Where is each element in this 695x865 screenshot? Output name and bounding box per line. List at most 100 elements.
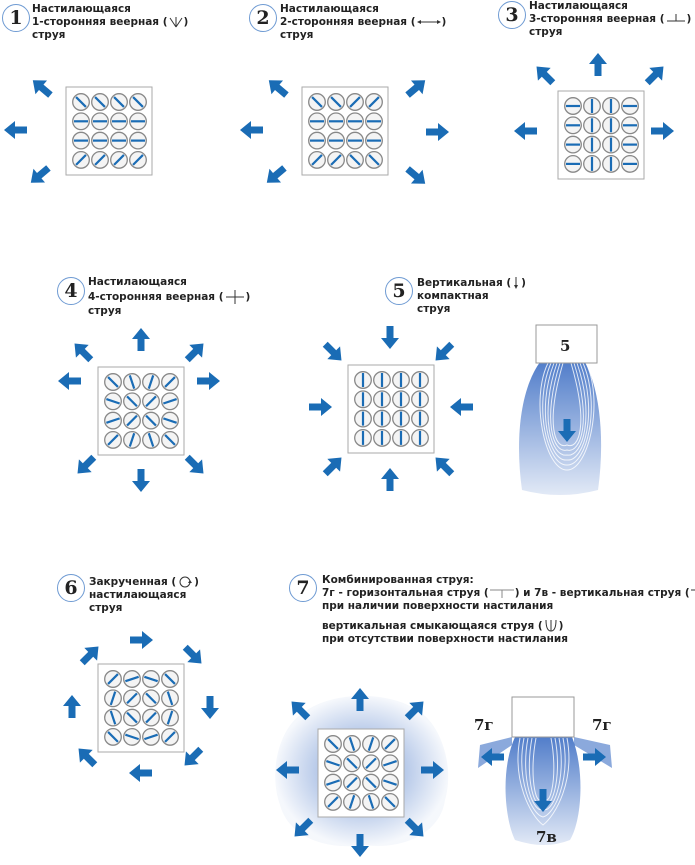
panel-7-caption: Комбинированная струя: 7г - горизонтальн… [322,574,695,646]
airflow-arrow [78,748,98,768]
swirl-icon [179,576,193,588]
caption-line: 4-сторонняя веерная ( [88,291,224,303]
side-view-5-label: 5 [560,337,571,355]
airflow-arrow [404,817,424,837]
fan-1-icon [169,17,182,28]
airflow-arrow [421,761,444,779]
airflow-arrow [651,122,674,140]
caption-line: при отсутствии поверхности настилания [322,633,569,645]
closing-jet-icon [545,619,557,632]
airflow-arrow [536,66,556,86]
caption-line: Настилающаяся [280,3,379,15]
caption-line: 3-сторонняя веерная ( [529,13,665,25]
panel-2-number: 2 [249,4,277,32]
caption-line: струя [88,305,122,317]
airflow-arrow [481,748,504,766]
airflow-arrow [291,701,311,721]
caption-line: струя [417,303,451,315]
down-arrow-icon [514,277,519,289]
fan-4-icon [225,290,244,304]
airflow-arrow [405,80,426,98]
horizontal-jet-label-right: 7г [592,716,612,734]
paren: ) [183,16,189,28]
paren: ) [441,16,447,28]
airflow-arrow [309,398,332,416]
caption-line: настилающаяся [89,589,187,601]
airflow-arrow [184,343,204,363]
diffuser-panel [97,663,185,753]
airflow-arrow [351,688,369,711]
airflow-arrow [435,341,455,361]
panel-1-number: 1 [2,4,30,32]
airflow-arrow [426,123,449,141]
airflow-arrow [197,372,220,390]
airflow-arrow [132,328,150,351]
caption-line: ) и 7в - вертикальная струя ( [514,587,690,599]
panel-1-caption: Настилающаяся 1-сторонняя веерная () стр… [32,3,188,42]
airflow-arrow [558,419,576,442]
panel-2-caption: Настилающаяся 2-сторонняя веерная () стр… [280,3,446,42]
airflow-arrow [583,748,606,766]
airflow-arrow [30,165,51,183]
airflow-arrow [240,121,263,139]
airflow-arrow [514,122,537,140]
paren: ) [194,576,199,588]
airflow-arrow [77,454,97,474]
caption-line: компактная [417,290,489,302]
airflow-arrow [184,746,204,766]
caption-line: Закрученная ( [89,576,177,588]
caption-line: Настилающаяся [88,276,187,288]
paren: ) [245,291,251,303]
airflow-arrow [381,468,399,491]
caption-line: струя [32,29,66,41]
diffuser-panel [557,90,645,180]
caption-line: Вертикальная ( [417,277,512,289]
panel-6-number: 6 [57,574,85,602]
airflow-arrow [130,631,153,649]
airflow-arrow [32,80,53,98]
panel-4-number: 4 [57,277,85,305]
caption-line: при наличии поверхности настилания [322,600,554,612]
paren: ) [521,277,526,289]
caption-line: вертикальная смыкающаяся струя ( [322,620,543,632]
panel-5-caption: Вертикальная () компактная струя [417,276,526,316]
diffuser-panel [301,86,389,176]
vertical-jet-icon [690,589,695,591]
caption-line: 2-сторонняя веерная ( [280,16,416,28]
horizontal-jet-icon [489,589,514,598]
airflow-arrow [644,66,664,86]
horizontal-jet-label-left: 7г [474,716,494,734]
airflow-arrow [132,469,150,492]
airflow-arrow [294,817,314,837]
airflow-arrow [322,457,342,477]
paren: ) [686,13,692,25]
airflow-arrow [404,701,424,721]
airflow-arrow [266,165,287,183]
vertical-jet-label: 7в [536,828,557,846]
caption-line: струя [529,26,563,38]
caption-line: 1-сторонняя веерная ( [32,16,168,28]
paren: ) [558,620,564,632]
airflow-arrow [534,789,552,812]
airflow-arrow [74,343,94,363]
vertical-jet-side-view [519,324,602,495]
diffuser-panel [97,366,185,456]
caption-line: Комбинированная струя: [322,574,474,586]
caption-line: Настилающаяся [32,3,131,15]
panel-4-caption: Настилающаяся 4-сторонняя веерная () стр… [88,276,250,318]
airflow-arrow [4,121,27,139]
fan-2-icon [416,20,441,24]
fan-3-icon [666,14,685,22]
airflow-arrow [381,326,399,349]
airflow-arrow [405,166,426,184]
diffuser-panel [347,364,435,454]
caption-line: струя [280,29,314,41]
airflow-arrow [58,372,81,390]
panel-5-number: 5 [385,277,413,305]
panel-6-caption: Закрученная () настилающаяся струя [89,575,199,615]
diffuser-panel [65,86,153,176]
airflow-arrow [276,761,299,779]
airflow-arrow [182,644,202,664]
airflow-arrow [268,80,289,98]
